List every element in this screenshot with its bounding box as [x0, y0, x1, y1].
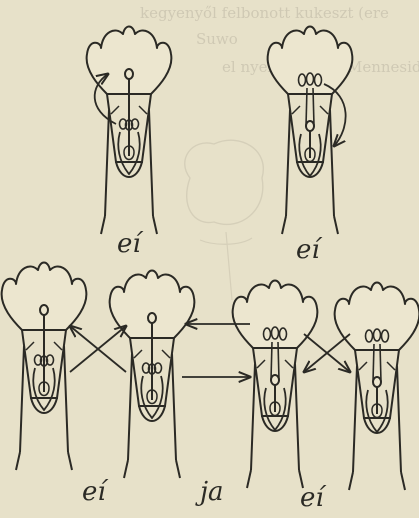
bleed-text-2: Suwo	[196, 30, 238, 48]
flower-b	[268, 27, 353, 235]
flower-a	[87, 27, 172, 235]
label-bottom-middle: ja	[195, 477, 224, 507]
bleed-text-1: kegyenyől felbonott kukeszt (ere	[140, 4, 389, 22]
flower-e	[233, 281, 318, 489]
label-flower-a: eí	[117, 229, 144, 259]
flower-f	[335, 283, 419, 491]
label-flower-b: eí	[296, 235, 323, 265]
label-bottom-right: eí	[300, 483, 327, 513]
label-bottom-left: eí	[82, 477, 109, 507]
flower-d	[110, 271, 195, 479]
flower-c	[2, 263, 87, 471]
